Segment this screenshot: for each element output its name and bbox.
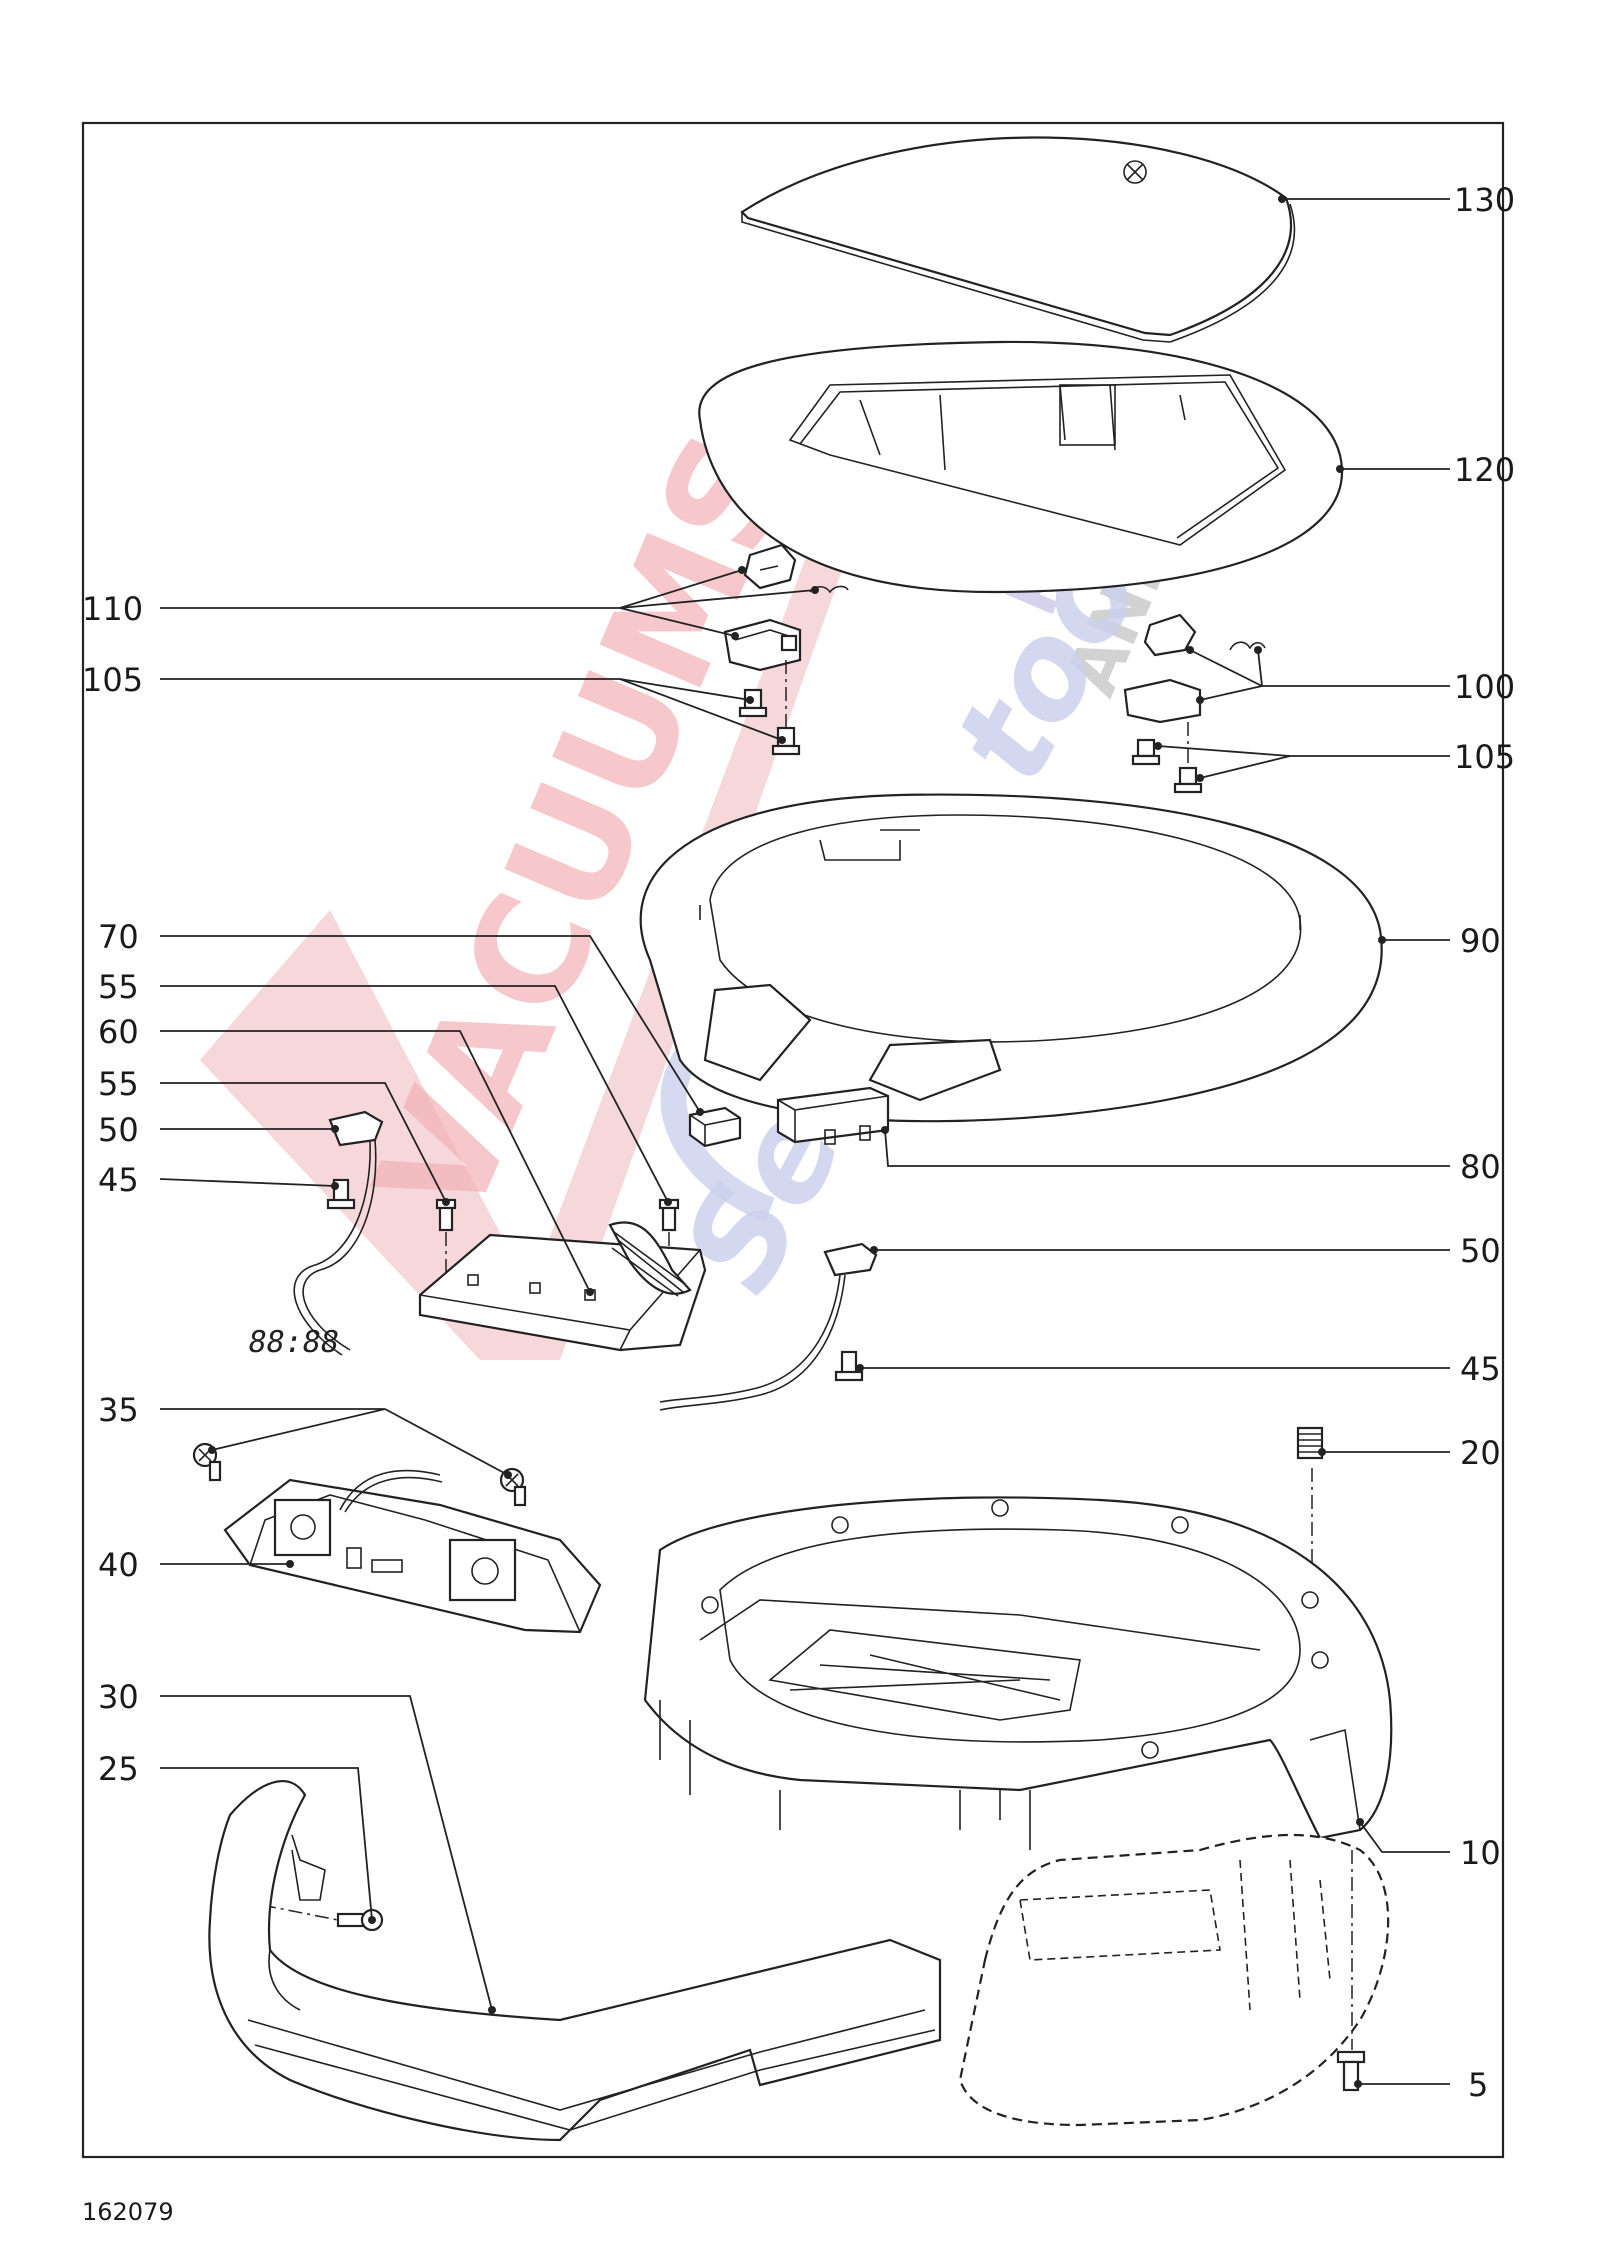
callout-130: 130 [1454, 181, 1515, 219]
diagram-frame [81, 121, 1505, 2159]
part-40-button-housing [223, 1469, 602, 1634]
watermark-v-shape [200, 520, 860, 1360]
callout-5: 5 [1468, 2066, 1488, 2104]
part-90-top-bezel [639, 793, 1383, 1123]
callout-110: 110 [82, 590, 143, 628]
callout-120: 120 [1454, 451, 1515, 489]
callout-55-bottom: 55 [98, 1065, 139, 1103]
callout-20: 20 [1460, 1434, 1501, 1472]
callout-60: 60 [98, 1013, 139, 1051]
part-20-spring [1296, 1426, 1324, 1580]
callout-100: 100 [1454, 668, 1515, 706]
callout-50-right: 50 [1460, 1232, 1501, 1270]
callout-40: 40 [98, 1546, 139, 1584]
callout-10: 10 [1460, 1834, 1501, 1872]
callout-25: 25 [98, 1750, 139, 1788]
leader-lines [159, 195, 1450, 2088]
part-110-latch-left [723, 543, 849, 672]
part-50-sensor-left [293, 1110, 384, 1356]
part-50-sensor-right [659, 1242, 878, 1411]
callout-35: 35 [98, 1391, 139, 1429]
callout-numbers: 130 120 110 105 100 105 90 70 55 60 55 5… [82, 181, 1515, 2104]
part-35-screws [192, 1442, 527, 1507]
callout-90: 90 [1460, 922, 1501, 960]
callout-80: 80 [1460, 1148, 1501, 1186]
part-30-front-bumper [208, 1780, 942, 2142]
callout-55-top: 55 [98, 968, 139, 1006]
callout-70: 70 [98, 918, 139, 956]
callout-45-left: 45 [98, 1161, 139, 1199]
part-60-display-pcb: 88:88 [245, 1221, 707, 1360]
document-id: 162079 [82, 2198, 174, 2226]
callout-105-right: 105 [1454, 738, 1515, 776]
part-100-latch-right [1123, 613, 1266, 794]
display-pcb-digits: 88:88 [245, 1325, 341, 1360]
part-45-screw-right [834, 1350, 864, 1382]
part-25-screw [261, 1904, 384, 1932]
callout-105-left: 105 [82, 661, 143, 699]
part-5-base-screw [958, 1833, 1390, 2127]
callout-50-left: 50 [98, 1111, 139, 1149]
part-70-connector [688, 1106, 742, 1148]
part-10-main-chassis [643, 1496, 1393, 1850]
callout-30: 30 [98, 1678, 139, 1716]
part-130-top-cover [740, 136, 1296, 343]
callout-45-right: 45 [1460, 1350, 1501, 1388]
